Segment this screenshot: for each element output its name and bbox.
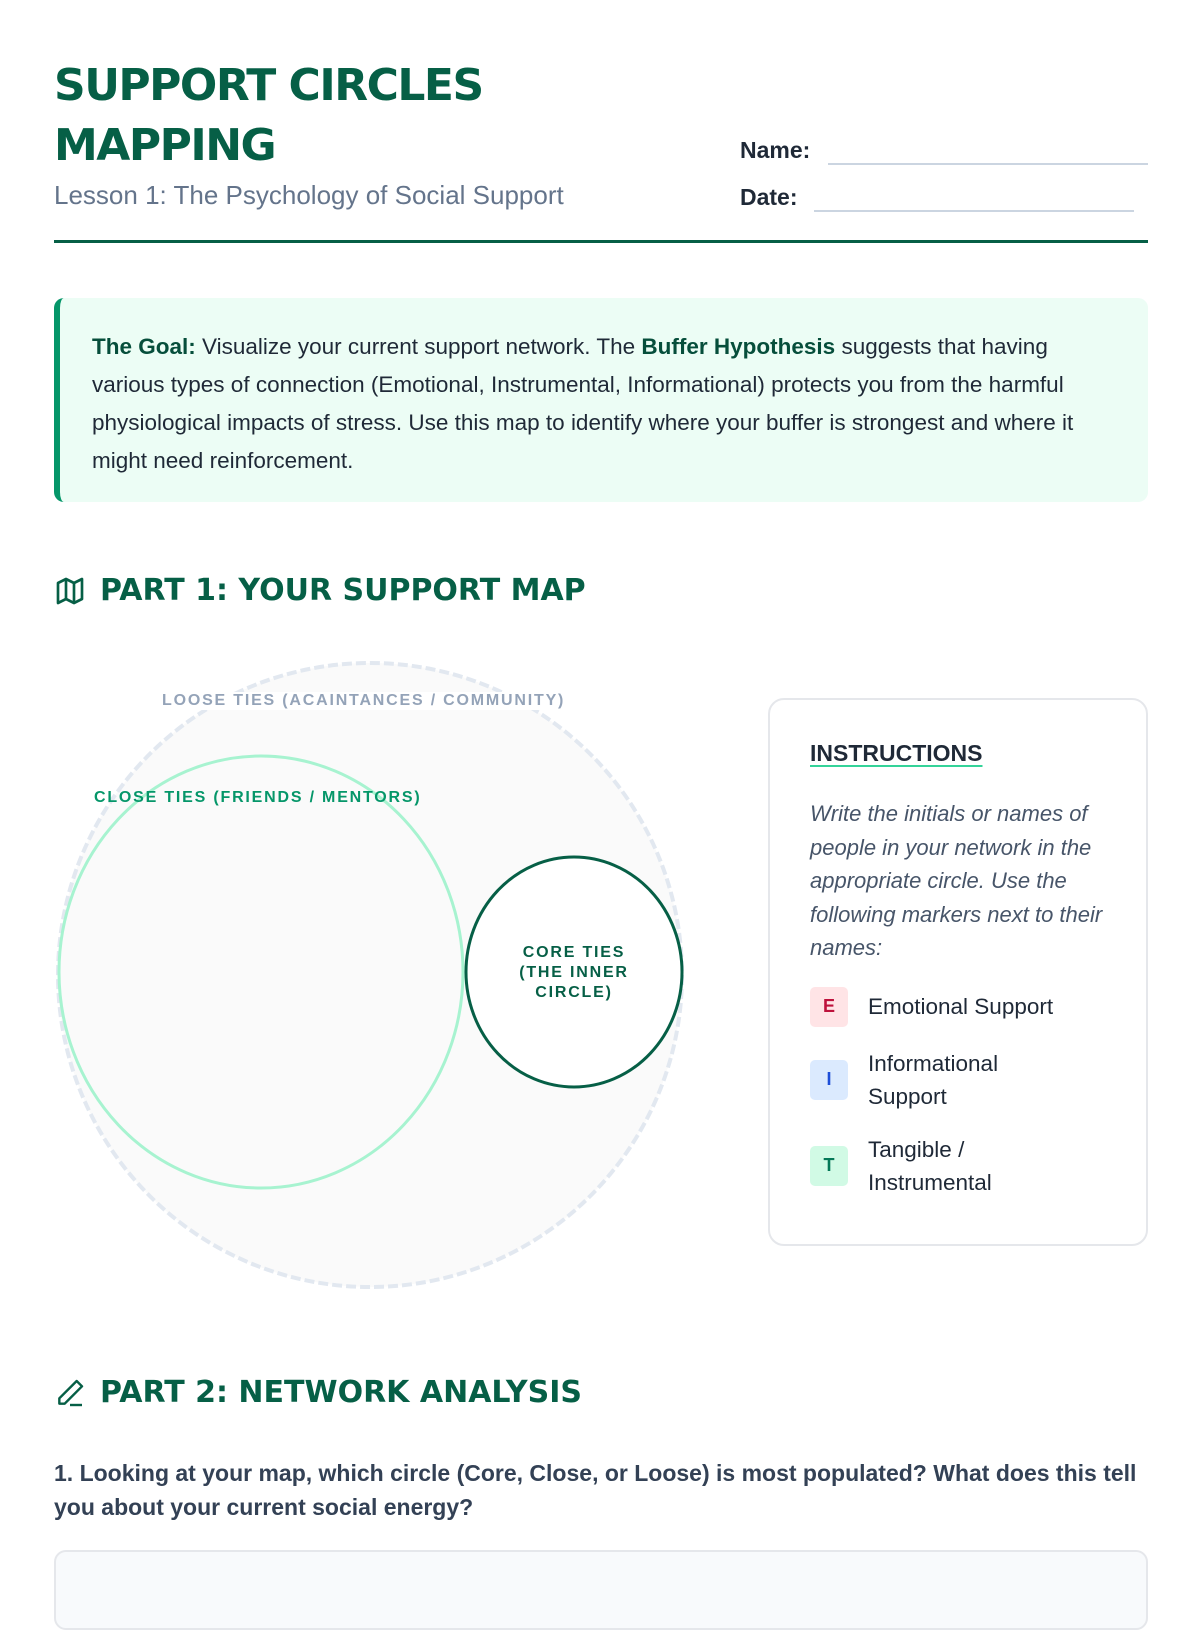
loose-ties-label: LOOSE TIES (ACAINTANCES / COMMUNITY) bbox=[162, 692, 566, 709]
marker-t-badge: T bbox=[810, 1145, 848, 1186]
legend-label: Emotional Support bbox=[868, 994, 1054, 1019]
pencil-icon bbox=[58, 1379, 84, 1406]
date-label: Date: bbox=[740, 184, 798, 210]
goal-text: suggests that having various types of co… bbox=[92, 334, 1074, 473]
legend-label: Tangible / Instrumental bbox=[868, 1136, 992, 1195]
core-line: (THE INNER bbox=[519, 964, 629, 981]
part1-heading: PART 1: YOUR SUPPORT MAP bbox=[54, 573, 586, 608]
question-1: 1. Looking at your map, which circle (Co… bbox=[54, 1460, 1137, 1520]
instructions-card: INSTRUCTIONS Write the initials or names… bbox=[768, 698, 1148, 1246]
answer-1-field[interactable] bbox=[54, 1550, 1148, 1630]
core-line: CORE TIES bbox=[522, 944, 626, 961]
close-ties-label: CLOSE TIES (FRIENDS / MENTORS) bbox=[94, 789, 422, 806]
core-line: CIRCLE) bbox=[535, 984, 613, 1001]
legend-label: Informational Support bbox=[868, 1050, 999, 1109]
header-divider bbox=[54, 240, 1148, 243]
part1-title: PART 1: YOUR SUPPORT MAP bbox=[100, 573, 586, 608]
marker-e-badge: E bbox=[810, 986, 848, 1027]
title-line: MAPPING bbox=[54, 120, 277, 171]
name-label: Name: bbox=[740, 137, 811, 163]
close-ties-circle[interactable] bbox=[57, 754, 465, 1190]
core-ties-circle[interactable] bbox=[464, 855, 684, 1089]
subtitle: Lesson 1: The Psychology of Social Suppo… bbox=[54, 180, 564, 210]
date-field[interactable] bbox=[814, 210, 1134, 212]
page-title: SUPPORT CIRCLES MAPPING bbox=[54, 56, 614, 176]
part2-title: PART 2: NETWORK ANALYSIS bbox=[100, 1375, 582, 1410]
core-ties-label: CORE TIES (THE INNER CIRCLE) bbox=[504, 943, 644, 1003]
part2-heading: PART 2: NETWORK ANALYSIS bbox=[54, 1375, 582, 1410]
buffer-hypothesis: Buffer Hypothesis bbox=[641, 334, 836, 359]
instructions-title: INSTRUCTIONS bbox=[810, 740, 983, 766]
goal-callout: The Goal: Visualize your current support… bbox=[54, 298, 1148, 502]
goal-lead: The Goal: bbox=[92, 334, 196, 359]
map-icon bbox=[56, 577, 84, 604]
name-field[interactable] bbox=[828, 163, 1148, 165]
marker-i-badge: I bbox=[810, 1059, 848, 1100]
support-circles-diagram bbox=[56, 661, 684, 1289]
goal-text: Visualize your current support network. … bbox=[195, 334, 642, 359]
legend-item-emotional: E Emotional Support bbox=[810, 986, 1106, 1027]
legend-item-informational: I Informational Support bbox=[810, 1047, 1040, 1113]
title-line: SUPPORT CIRCLES bbox=[54, 60, 484, 111]
instructions-text: Write the initials or names of people in… bbox=[810, 801, 1103, 960]
legend-item-tangible: T Tangible / Instrumental bbox=[810, 1133, 1040, 1199]
